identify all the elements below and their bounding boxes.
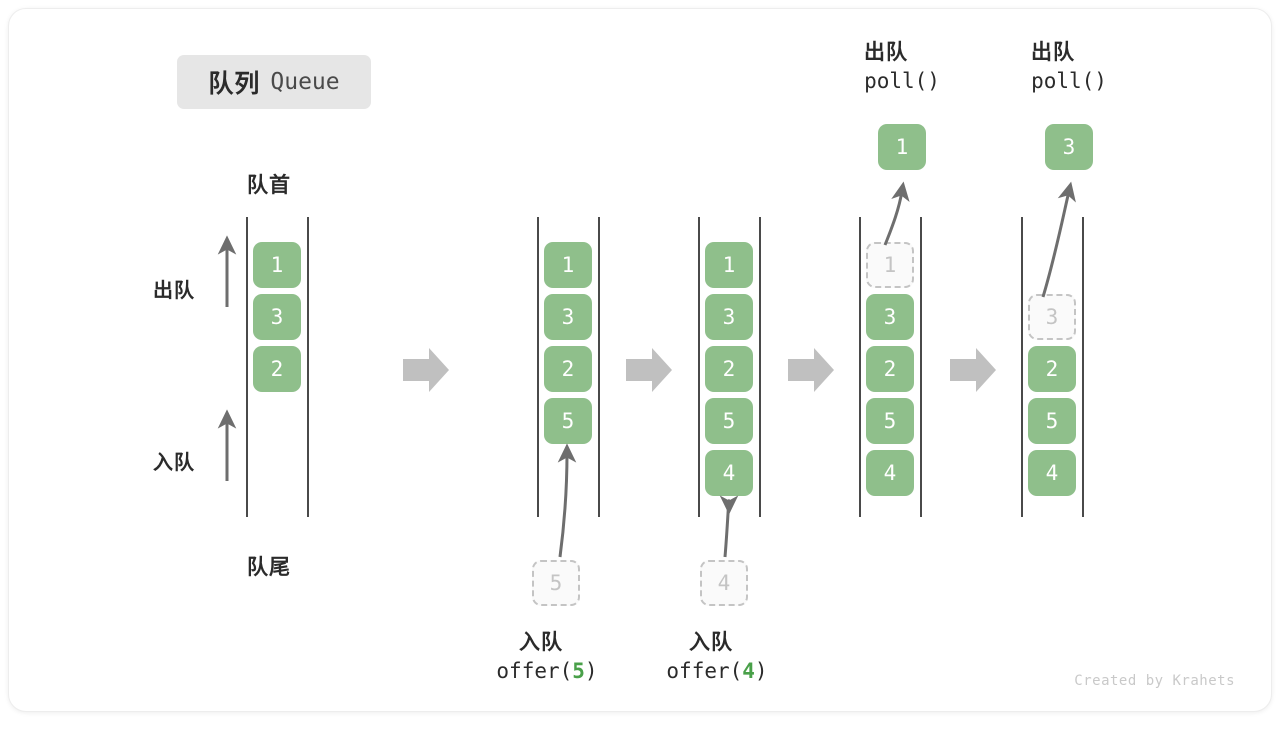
operation-code: offer(5) — [447, 657, 647, 685]
rail-left-col5 — [1021, 217, 1023, 517]
operation-code: poll() — [969, 67, 1169, 95]
enqueue-input-box: 5 — [532, 560, 580, 606]
code-prefix: poll( — [1031, 69, 1095, 94]
title-english: Queue — [270, 69, 340, 95]
code-prefix: poll( — [864, 69, 928, 94]
queue-cell: 1 — [253, 242, 301, 288]
code-prefix: offer( — [666, 659, 743, 684]
queue-cell: 3 — [705, 294, 753, 340]
queue-cell: 3 — [866, 294, 914, 340]
queue-cell: 1 — [705, 242, 753, 288]
label-queue-tail: 队尾 — [247, 556, 291, 579]
operation-caption-poll-3: 出队 poll() — [969, 39, 1169, 96]
title-chinese: 队列 — [208, 70, 261, 98]
queue-cell: 2 — [253, 346, 301, 392]
label-enqueue-direction: 入队 — [153, 452, 195, 474]
enqueue-arrow-4 — [719, 495, 739, 558]
operation-label-cn: 出队 — [1031, 41, 1075, 64]
footer-credit: Created by Krahets — [1074, 673, 1235, 689]
rail-right-col5 — [1082, 217, 1084, 517]
arrows-overlay — [217, 181, 1076, 558]
queue-cell: 2 — [705, 346, 753, 392]
queue-cell: 4 — [1028, 450, 1076, 496]
dequeue-arrow-1 — [883, 181, 910, 246]
code-number: 4 — [742, 659, 755, 684]
label-dequeue-direction: 出队 — [153, 280, 195, 302]
code-suffix: ) — [754, 659, 768, 684]
code-number: 5 — [572, 659, 585, 684]
rail-left-col4 — [859, 217, 861, 517]
diagram-card: 队列 Queue 队首 队尾 出队 入队 1 3 2 1 3 2 5 1 3 2… — [8, 8, 1272, 712]
operation-label-cn: 入队 — [519, 631, 563, 654]
step-arrow — [626, 348, 672, 392]
code-prefix: offer( — [496, 659, 573, 684]
queue-cell: 5 — [1028, 398, 1076, 444]
rail-left-col3 — [698, 217, 700, 517]
rail-right-col1 — [307, 217, 309, 517]
rail-right-col4 — [920, 217, 922, 517]
rail-left-col2 — [537, 217, 539, 517]
code-suffix: ) — [584, 659, 598, 684]
code-suffix: ) — [927, 69, 940, 94]
queue-cell: 5 — [866, 398, 914, 444]
queue-cell: 5 — [705, 398, 753, 444]
operation-code: poll() — [802, 67, 1002, 95]
operation-label-cn: 出队 — [864, 41, 908, 64]
code-suffix: ) — [1094, 69, 1107, 94]
dequeue-output-box: 3 — [1045, 124, 1093, 170]
rail-left-col1 — [246, 217, 248, 517]
step-arrow — [403, 348, 449, 392]
rail-right-col3 — [759, 217, 761, 517]
operation-caption-poll-1: 出队 poll() — [802, 39, 1002, 96]
operation-code: offer(4) — [617, 657, 817, 685]
operation-label-cn: 入队 — [689, 631, 733, 654]
operation-caption-offer-5: 入队 offer(5) — [447, 629, 647, 686]
enqueue-arrow-5 — [557, 443, 577, 558]
queue-cell: 3 — [253, 294, 301, 340]
label-queue-head: 队首 — [247, 174, 291, 197]
queue-cell: 2 — [866, 346, 914, 392]
queue-cell: 4 — [705, 450, 753, 496]
queue-cell-removed: 1 — [866, 242, 914, 288]
queue-cell: 2 — [544, 346, 592, 392]
dequeue-arrow-3 — [1041, 181, 1076, 298]
step-arrow — [950, 348, 996, 392]
dequeue-output-box: 1 — [878, 124, 926, 170]
step-arrow — [788, 348, 834, 392]
queue-cell: 3 — [544, 294, 592, 340]
operation-caption-offer-4: 入队 offer(4) — [617, 629, 817, 686]
queue-cell: 5 — [544, 398, 592, 444]
rail-right-col2 — [598, 217, 600, 517]
queue-cell: 4 — [866, 450, 914, 496]
queue-cell: 2 — [1028, 346, 1076, 392]
title-badge: 队列 Queue — [177, 55, 371, 109]
queue-cell: 1 — [544, 242, 592, 288]
queue-cell-removed: 3 — [1028, 294, 1076, 340]
enqueue-input-box: 4 — [700, 560, 748, 606]
